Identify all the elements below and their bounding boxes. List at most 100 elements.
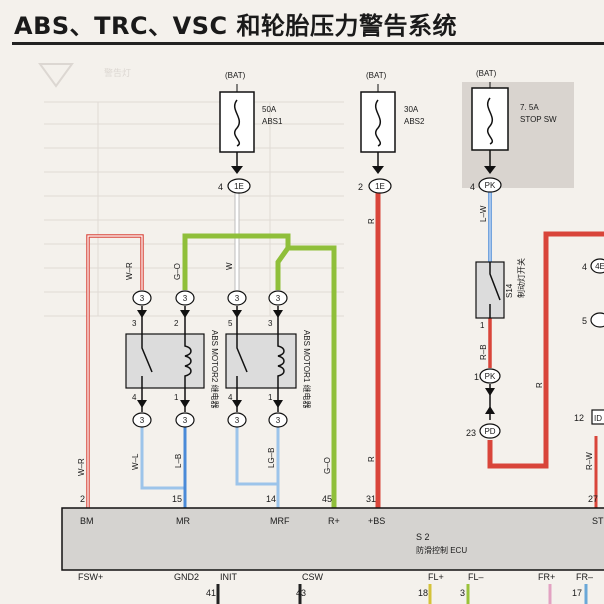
ecu-name: 防滑控制 ECU <box>416 545 467 555</box>
wire-g-o-top <box>182 233 291 290</box>
connector-pin-icon: 3 <box>175 290 195 306</box>
fuse-abs2: (BAT) 30A ABS2 2 1E <box>358 71 425 194</box>
ecu-pin-name: CSW <box>302 572 324 582</box>
fuse-icon <box>360 91 396 153</box>
ecu-pin-name: FR– <box>576 572 593 582</box>
pin-number: 15 <box>172 494 182 504</box>
wire-label: W–R <box>125 262 134 280</box>
pin-number: 2 <box>80 494 85 504</box>
pin-number: 4 <box>582 262 587 272</box>
fuse-supply: (BAT) <box>476 69 497 78</box>
fuse-abs1: (BAT) 50A ABS1 4 1E <box>218 71 283 194</box>
pin-number: 45 <box>322 494 332 504</box>
terminal-number: 4 <box>132 393 137 402</box>
pin-label: 3 <box>183 294 188 303</box>
connector-pin-icon <box>227 178 251 194</box>
pin-number: 4 <box>218 182 223 192</box>
fuse-icon <box>471 87 509 151</box>
connector-label: 4E <box>595 262 604 271</box>
connector-box <box>591 409 604 425</box>
warning-triangle-icon <box>38 63 74 88</box>
wires <box>86 192 604 604</box>
connector-label: 1E <box>234 182 244 191</box>
fuse-supply: (BAT) <box>366 71 387 80</box>
background-table-ghost: 警告灯 <box>38 63 344 317</box>
relay-label: ABS MOTOR2 继电器 <box>210 330 220 409</box>
pin-label: 3 <box>140 416 145 425</box>
connector-label: PK <box>485 372 496 381</box>
connector-pin-icon: 3 <box>132 412 152 428</box>
terminal-number: 3 <box>132 319 137 328</box>
wire-label: G–O <box>173 263 182 280</box>
relay-motor2: 3 2 4 1 ABS MOTOR2 继电器 <box>125 306 220 412</box>
wire-label: R <box>367 218 376 224</box>
switch-icon <box>236 334 248 388</box>
ecu-pin-name: INIT <box>220 572 238 582</box>
fuse-name: ABS1 <box>262 117 283 126</box>
pin-number: 1 <box>474 372 479 382</box>
pin-label: 3 <box>276 294 281 303</box>
connector-pin-icon: 3 <box>227 290 247 306</box>
fuse-icon <box>219 91 255 153</box>
right-edge-connectors: 4 4E 5 12 ID <box>574 258 604 425</box>
wire-label: LG–B <box>267 448 276 468</box>
pin-number: 18 <box>418 588 428 598</box>
ecu-pin-name: FL– <box>468 572 484 582</box>
connector-label: PK <box>485 181 496 190</box>
pin-label: 3 <box>183 416 188 425</box>
ecu-pin-name: MR <box>176 516 190 526</box>
connector-label: PD <box>484 427 495 436</box>
fuse-rating: 7. 5A <box>520 103 539 112</box>
connector-pin-icon <box>478 177 502 193</box>
pin-number: 5 <box>582 316 587 326</box>
connector-pin-icon <box>368 178 392 194</box>
terminal-number: 3 <box>268 319 273 328</box>
connector-pin-icon <box>590 258 604 274</box>
wire-label: W–L <box>131 453 140 470</box>
wire-w-r-stripe <box>87 235 143 508</box>
ecu-pin-name: MRF <box>270 516 290 526</box>
ecu-id: S 2 <box>416 532 430 542</box>
fuse-stop: (BAT) 7. 5A STOP SW 4 PK <box>470 69 557 193</box>
connector-pin-icon: 3 <box>175 412 195 428</box>
fuse-name: ABS2 <box>404 117 425 126</box>
connector-pin-icon: 3 <box>227 412 247 428</box>
connector-pin-icon: 3 <box>132 290 152 306</box>
switch-icon <box>489 262 501 318</box>
switch-icon <box>141 334 153 388</box>
skid-control-ecu: 2 15 14 45 31 27 BM MR MRF R+ +BS ST S 2… <box>61 494 604 598</box>
terminal-number: 5 <box>228 319 233 328</box>
terminal-number: 4 <box>228 393 233 402</box>
wire-label: W <box>225 262 234 270</box>
wire-labels: W–R G–O W R L–W R–B R W–R W–L L–B LG–B G… <box>77 205 594 476</box>
pin-number: 3 <box>460 588 465 598</box>
terminal-number: 1 <box>268 393 273 402</box>
title-divider <box>12 42 604 45</box>
coil-icon <box>277 334 285 388</box>
ecu-body <box>61 507 604 571</box>
wire-label: W–R <box>77 458 86 476</box>
fuse-rating: 30A <box>404 105 419 114</box>
wire-label: R <box>367 456 376 462</box>
pin-number: 14 <box>266 494 276 504</box>
wire-label: R–W <box>585 452 594 470</box>
wire-label: R–B <box>479 344 488 360</box>
ecu-pin-name: +BS <box>368 516 385 526</box>
relay-motor1: 5 3 4 1 ABS MOTOR1 继电器 <box>225 306 312 412</box>
pin-number: 17 <box>572 588 582 598</box>
page-title: ABS、TRC、VSC 和轮胎压力警告系统 <box>14 12 457 40</box>
switch-name: 制动灯开关 <box>516 258 526 298</box>
background-table-caption: 警告灯 <box>104 67 131 78</box>
ecu-pin-name: FSW+ <box>78 572 103 582</box>
pin-label: 3 <box>276 416 281 425</box>
pin-number: 4 <box>470 182 475 192</box>
connector-pin-icon <box>479 423 501 439</box>
fuse-name: STOP SW <box>520 115 557 124</box>
connector-label: 1E <box>375 182 385 191</box>
ecu-pin-name: R+ <box>328 516 340 526</box>
terminal-number: 1 <box>174 393 179 402</box>
pin-label: 3 <box>235 416 240 425</box>
coil-icon <box>184 334 192 388</box>
